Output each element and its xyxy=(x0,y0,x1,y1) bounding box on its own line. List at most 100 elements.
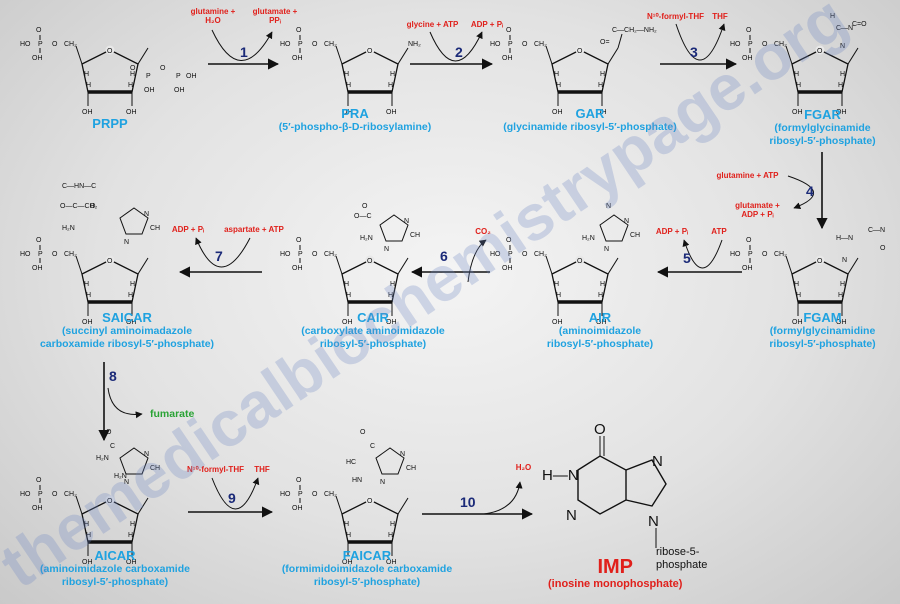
svg-text:OH: OH xyxy=(82,559,93,566)
svg-text:H: H xyxy=(598,292,603,299)
svg-text:H: H xyxy=(128,82,133,89)
step3-output: THF xyxy=(712,12,728,21)
svg-text:N: N xyxy=(384,246,389,253)
svg-text:H: H xyxy=(796,82,801,89)
svg-text:H: H xyxy=(128,532,133,539)
svg-text:OH: OH xyxy=(792,319,803,326)
svg-text:OH: OH xyxy=(836,319,847,326)
svg-text:OH: OH xyxy=(742,265,753,272)
svg-text:O: O xyxy=(594,421,606,438)
saicar-label: SAICAR (succinyl aminoimadazole carboxam… xyxy=(39,310,215,350)
svg-text:N: N xyxy=(144,211,149,218)
svg-text:OH: OH xyxy=(596,109,607,116)
svg-text:O: O xyxy=(107,498,113,505)
step9-input: N¹⁰-formyl-THF xyxy=(187,465,244,474)
svg-text:P: P xyxy=(146,73,151,80)
svg-text:O: O xyxy=(107,48,113,55)
svg-text:O: O xyxy=(360,429,366,436)
svg-text:O: O xyxy=(762,41,768,48)
svg-text:OH: OH xyxy=(386,109,397,116)
svg-text:H: H xyxy=(130,281,135,288)
svg-text:N: N xyxy=(144,451,149,458)
svg-text:N: N xyxy=(400,451,405,458)
step10-output: H₂O xyxy=(515,463,532,472)
svg-text:OH: OH xyxy=(342,319,353,326)
svg-text:C: C xyxy=(370,443,375,450)
svg-text:OH: OH xyxy=(82,109,93,116)
svg-text:O: O xyxy=(106,429,112,436)
step2-input: glycine + ATP xyxy=(406,20,459,29)
step5-number: 5 xyxy=(683,250,691,266)
svg-text:H₂N: H₂N xyxy=(62,225,75,232)
svg-text:O: O xyxy=(52,491,58,498)
svg-text:OH: OH xyxy=(552,109,563,116)
svg-text:OH: OH xyxy=(174,87,185,94)
svg-text:N: N xyxy=(380,479,385,486)
step7-number: 7 xyxy=(215,248,223,264)
svg-text:H: H xyxy=(830,13,835,20)
svg-text:O: O xyxy=(506,237,512,244)
step3-input: N¹⁰-formyl-THF xyxy=(647,12,704,21)
svg-text:H: H xyxy=(128,292,133,299)
step8-number: 8 xyxy=(109,368,117,384)
svg-text:HO: HO xyxy=(280,491,291,498)
step2-curve xyxy=(429,31,483,62)
svg-text:H: H xyxy=(598,82,603,89)
svg-text:N: N xyxy=(840,43,845,50)
step8-fumarate: fumarate xyxy=(150,408,195,420)
step7-output: ADP + Pᵢ xyxy=(171,225,205,234)
svg-text:HC: HC xyxy=(346,459,356,466)
svg-text:H: H xyxy=(554,281,559,288)
svg-text:P: P xyxy=(508,41,513,48)
svg-text:H₂N: H₂N xyxy=(96,455,109,462)
step6-output: CO₂ xyxy=(475,227,491,236)
gar-label: GAR (glycinamide ribosyl-5′-phosphate) xyxy=(503,106,677,133)
svg-text:O: O xyxy=(746,27,752,34)
svg-text:H: H xyxy=(84,281,89,288)
step10-curve xyxy=(483,481,523,515)
svg-text:P: P xyxy=(748,41,753,48)
svg-text:P: P xyxy=(298,491,303,498)
svg-text:H: H xyxy=(86,532,91,539)
svg-text:N: N xyxy=(606,203,611,210)
svg-text:O: O xyxy=(817,258,823,265)
svg-text:O: O xyxy=(36,27,42,34)
svg-text:H: H xyxy=(346,292,351,299)
step9-number: 9 xyxy=(228,490,236,506)
svg-text:H: H xyxy=(344,71,349,78)
svg-text:H: H xyxy=(344,281,349,288)
svg-text:CH₂: CH₂ xyxy=(64,41,77,48)
svg-text:N: N xyxy=(566,507,577,524)
svg-text:H—N: H—N xyxy=(836,235,853,242)
step1-input: glutamine +H₂O xyxy=(190,7,236,25)
svg-text:HO: HO xyxy=(280,41,291,48)
svg-text:C=O: C=O xyxy=(852,21,867,28)
svg-text:O: O xyxy=(90,203,96,210)
svg-text:H: H xyxy=(600,71,605,78)
svg-text:O: O xyxy=(762,251,768,258)
svg-text:OH: OH xyxy=(342,559,353,566)
svg-text:O=: O= xyxy=(600,39,610,46)
svg-text:OH: OH xyxy=(144,87,155,94)
svg-text:O: O xyxy=(312,491,318,498)
svg-text:H: H xyxy=(600,281,605,288)
svg-text:O: O xyxy=(522,41,528,48)
svg-text:HO: HO xyxy=(20,251,31,258)
svg-text:C—N: C—N xyxy=(836,25,853,32)
svg-text:HO: HO xyxy=(20,491,31,498)
svg-text:O: O xyxy=(36,237,42,244)
step5-output: ADP + Pᵢ xyxy=(655,227,689,236)
svg-text:OH: OH xyxy=(386,559,397,566)
svg-text:O: O xyxy=(312,41,318,48)
svg-text:H: H xyxy=(556,292,561,299)
step4-curve xyxy=(787,175,815,210)
step10-number: 10 xyxy=(460,494,476,510)
svg-text:CH₂: CH₂ xyxy=(534,251,547,258)
svg-text:H: H xyxy=(838,82,843,89)
imp-substituent: ribose-5- phosphate xyxy=(656,546,708,571)
